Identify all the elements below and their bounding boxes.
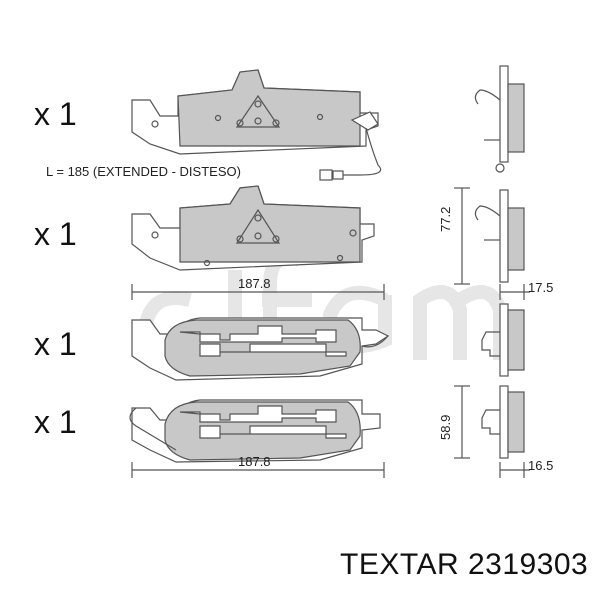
quantity-label-2: x 1	[34, 216, 77, 252]
pad-1	[131, 69, 382, 181]
quantity-label-1: x 1	[34, 96, 77, 132]
height-dimension-bottom: 58.9	[438, 414, 453, 440]
width-dimension-top: 187.8	[238, 276, 271, 291]
side-view-3	[481, 303, 525, 377]
side-view-1	[474, 65, 525, 173]
pad-2	[131, 185, 385, 300]
pad-4	[129, 399, 385, 478]
side-view-4	[454, 385, 530, 478]
pad-3	[131, 317, 390, 381]
height-dimension-top: 77.2	[438, 206, 453, 232]
thickness-dimension-bottom: 16.5	[528, 458, 554, 473]
width-dimension-bottom: 187.8	[238, 454, 271, 469]
side-view-2	[454, 187, 530, 300]
quantity-label-4: x 1	[34, 404, 77, 440]
brand-part-number: TEXTAR 2319303	[340, 548, 589, 581]
quantity-label-3: x 1	[34, 326, 77, 362]
sensor-length-note: L = 185 (EXTENDED - DISTESO)	[46, 164, 241, 179]
thickness-dimension-top: 17.5	[528, 280, 554, 295]
